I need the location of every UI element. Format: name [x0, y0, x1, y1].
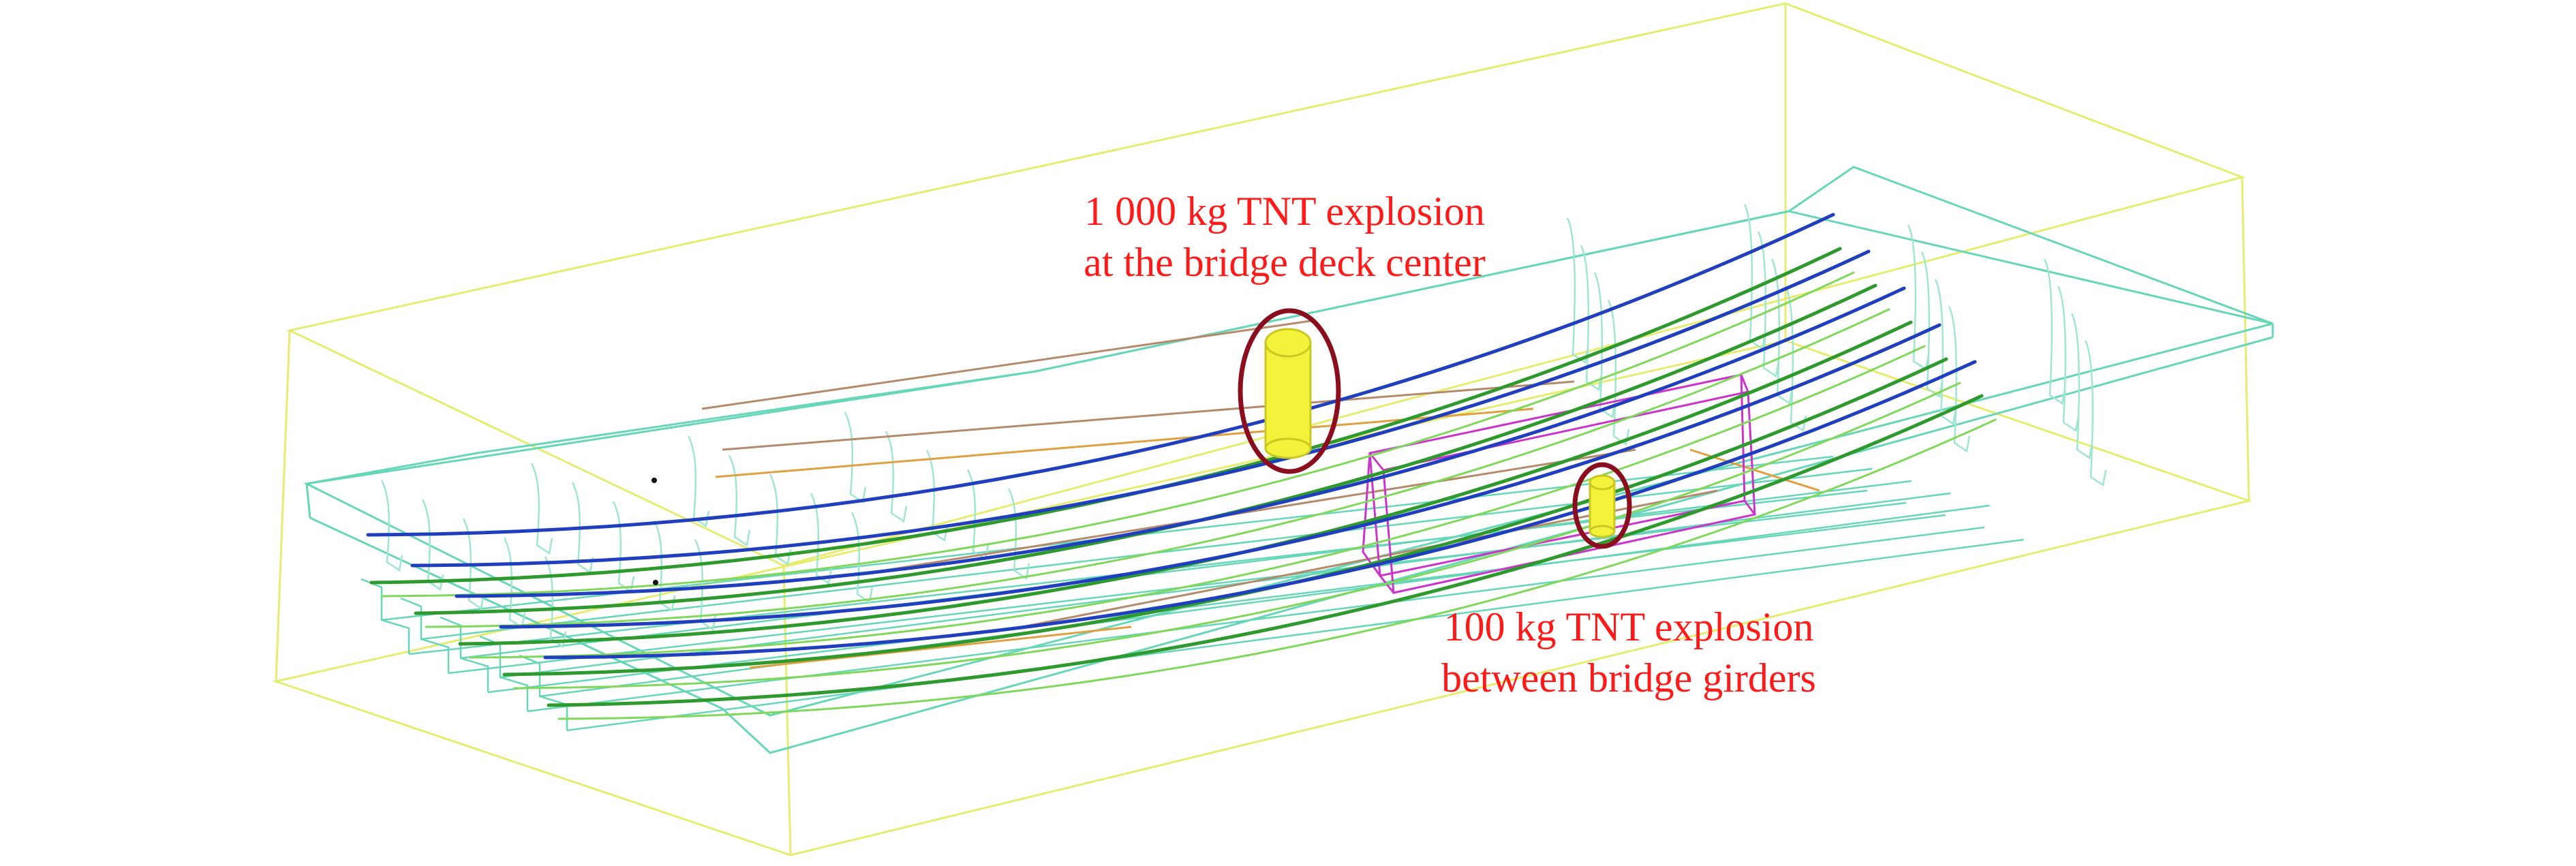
girder-web [885, 431, 908, 523]
girder-web [687, 435, 710, 528]
tendon-green [547, 394, 1984, 707]
girder-web [1007, 488, 1030, 581]
diaphragm-line [715, 407, 1534, 478]
girder-web-far [2057, 285, 2080, 433]
tendon-light [425, 308, 1890, 628]
girder-web [571, 482, 594, 574]
girder-web-far [1580, 245, 1603, 392]
diaphragm-line [701, 319, 1316, 410]
girder-web [612, 501, 635, 593]
annotation-charge-large: 1 000 kg TNT explosion at the bridge dec… [1084, 189, 1486, 285]
girder-web-far [1920, 251, 1944, 399]
girder-flange-step [440, 616, 489, 692]
girder-flange-line [487, 514, 1946, 694]
tendon-light [380, 271, 1855, 598]
tendon-blue [455, 286, 1906, 598]
charge-1000kg-cylinder [1264, 328, 1312, 459]
tendon-blue [366, 213, 1835, 537]
girder-flange-line [527, 526, 1985, 713]
air-domain-box [272, 2, 2253, 856]
girder-web-far [1948, 306, 1971, 453]
tendon-blue [410, 249, 1871, 568]
charge-100kg [1572, 462, 1632, 549]
girder-web [769, 474, 792, 566]
girder-web [503, 537, 526, 630]
annotation-charge-large-line2: at the bridge deck center [1084, 240, 1486, 285]
girder-web [810, 493, 833, 585]
annotation-charge-large-line1: 1 000 kg TNT explosion [1084, 189, 1485, 234]
girder-web-far [1566, 217, 1589, 365]
girder-flange-line [460, 480, 1912, 660]
prestressing-tendons [366, 213, 1997, 720]
girder-flange-line [566, 538, 2024, 732]
tendon-blue [543, 360, 1977, 660]
annotation-charge-small-line1: 100 kg TNT explosion [1444, 604, 1814, 649]
girder-web [462, 518, 485, 610]
girder-web [421, 499, 444, 591]
girder-web [530, 463, 553, 555]
charge-1000kg-marker-ring [1238, 308, 1341, 474]
girder-web-far [1934, 279, 1957, 426]
girder-web [844, 412, 867, 504]
node-dot [653, 580, 658, 585]
annotation-charge-small-line2: between bridge girders [1441, 655, 1816, 700]
girder-web [728, 454, 751, 547]
diaphragm-line [749, 625, 1132, 669]
girder-web-far [2070, 313, 2094, 460]
girder-web-far [1743, 204, 1766, 351]
annotation-charge-small: 100 kg TNT explosion between bridge gird… [1441, 604, 1816, 700]
tendon-blue [499, 323, 1942, 629]
deck-back-edge [306, 166, 2273, 485]
girder-web-far [1593, 272, 1616, 419]
girder-web [966, 469, 990, 561]
node-dot [651, 478, 657, 483]
tendon-green [369, 247, 1842, 585]
girder-web-far [1784, 285, 1807, 433]
charge-1000kg [1238, 308, 1341, 474]
girder-web-far [2043, 258, 2066, 405]
girder-web [380, 480, 403, 572]
girder-web-far [2084, 340, 2107, 487]
tendon-light [557, 418, 1997, 720]
girder-web [850, 512, 874, 604]
girder-flange-step [400, 597, 450, 673]
diaphragm-line [872, 448, 1636, 574]
girder-web-far [1907, 224, 1930, 371]
tendon-light [469, 345, 1926, 659]
tendon-light [513, 382, 1961, 690]
deck-front-edge [309, 336, 2273, 754]
diaphragm-line [722, 380, 1575, 451]
charge-100kg-cylinder [1589, 474, 1616, 538]
girder-flange-step [361, 578, 410, 654]
girder-webs [380, 204, 2107, 649]
charge-100kg-marker-ring [1572, 462, 1632, 549]
